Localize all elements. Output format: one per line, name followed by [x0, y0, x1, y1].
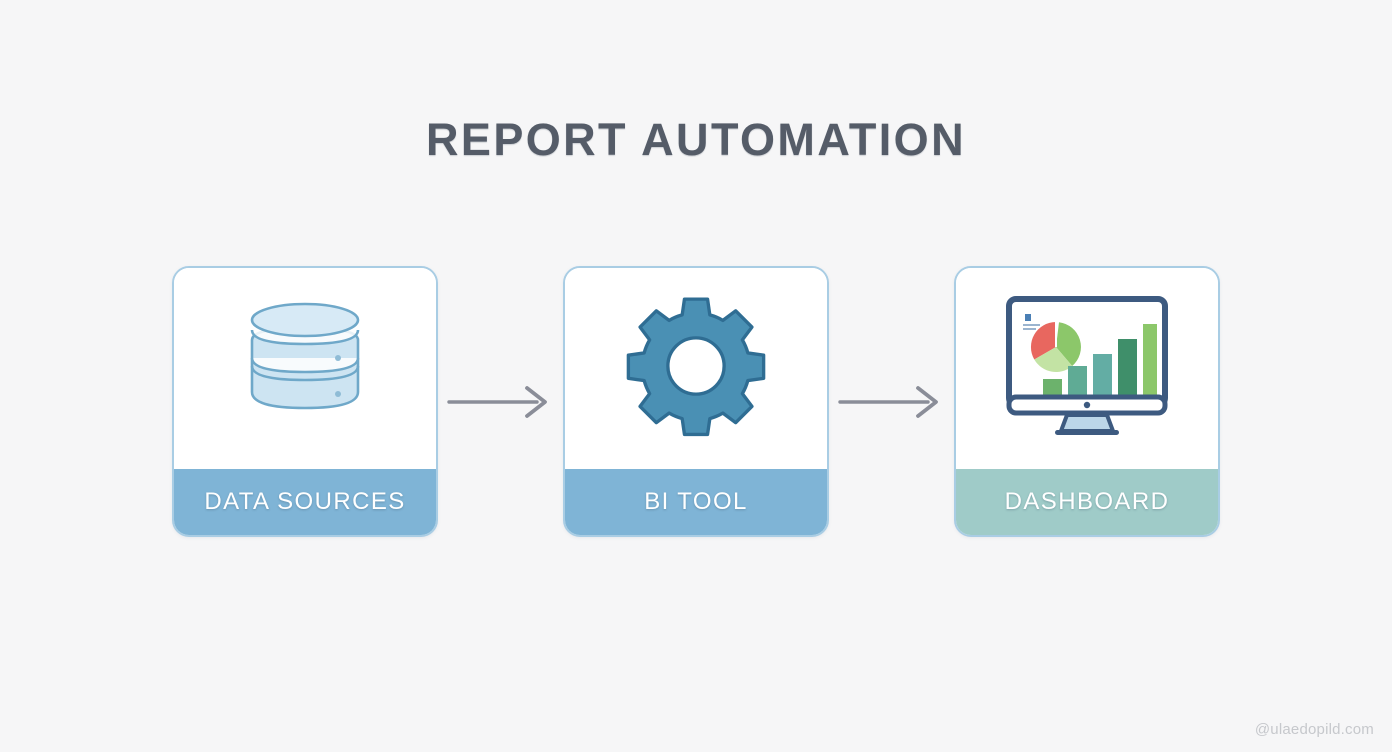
flow-step-icon-area — [174, 268, 436, 469]
flow-step-label-dashboard: DASHBOARD — [956, 469, 1218, 535]
dashboard-monitor-icon — [999, 291, 1175, 446]
flow-step-icon-area — [565, 268, 827, 469]
flow-step-label-data-sources: DATA SOURCES — [174, 469, 436, 535]
arrow-right-1-icon — [438, 266, 563, 537]
gear-icon — [620, 290, 772, 447]
dashboard-bar-chart — [1043, 324, 1157, 397]
page-title: REPORT AUTOMATION — [426, 114, 966, 165]
arrow-right-2-icon — [829, 266, 954, 537]
database-icon — [240, 296, 370, 441]
watermark: @ulaedopild.com — [1254, 721, 1374, 738]
flow-step-bi-tool[interactable]: BI TOOL — [563, 266, 829, 537]
dashboard-legend-mark — [1023, 314, 1040, 330]
flow-step-label-bi-tool: BI TOOL — [565, 469, 827, 535]
flow-step-dashboard[interactable]: DASHBOARD — [954, 266, 1220, 537]
flow-step-icon-area — [956, 268, 1218, 469]
flow-step-data-sources[interactable]: DATA SOURCES — [172, 266, 438, 537]
dashboard-pie-chart — [1030, 321, 1081, 373]
process-flow: DATA SOURCES BI TOOL — [0, 266, 1392, 541]
